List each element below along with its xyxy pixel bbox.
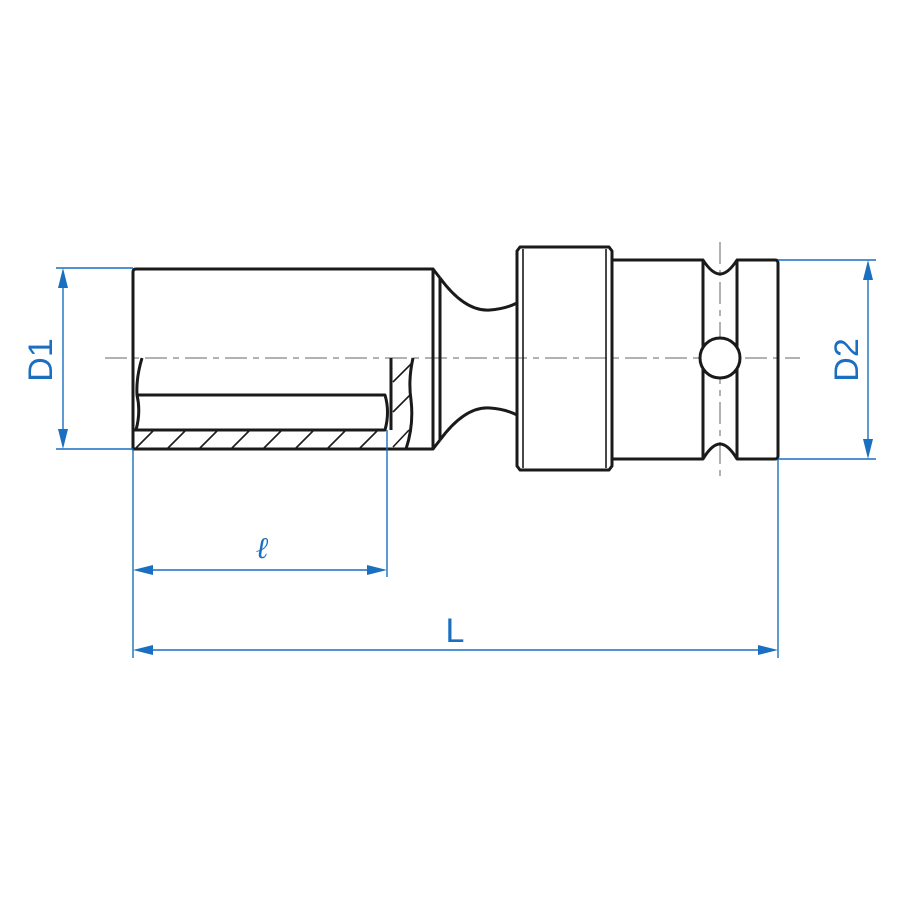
hatch-line xyxy=(358,430,378,450)
socket-body xyxy=(131,267,442,451)
hatch-line xyxy=(198,430,218,450)
d2-label: D2 xyxy=(828,338,866,381)
hatch-line xyxy=(392,394,411,413)
hatch-line xyxy=(392,363,412,383)
hatch-line xyxy=(326,430,346,450)
d1-label: D1 xyxy=(22,338,60,381)
hatch-line xyxy=(230,430,250,450)
overall-length-dimension: L xyxy=(133,459,779,658)
neck xyxy=(438,277,518,441)
hatch-line xyxy=(392,429,410,448)
socket-depth-label: ℓ xyxy=(256,531,269,566)
overall-length-label: L xyxy=(446,612,465,650)
detent-ball xyxy=(698,336,742,380)
d2-dimension: D2 xyxy=(778,259,876,460)
section-hatching xyxy=(134,363,412,450)
socket-depth-dimension: ℓ xyxy=(132,430,388,658)
hatch-line xyxy=(294,430,314,450)
d1-dimension: D1 xyxy=(22,267,133,450)
hatch-line xyxy=(166,430,186,450)
collar xyxy=(515,245,614,472)
hatch-line xyxy=(134,430,154,450)
hatch-line xyxy=(262,430,282,450)
drive-end xyxy=(612,258,780,461)
